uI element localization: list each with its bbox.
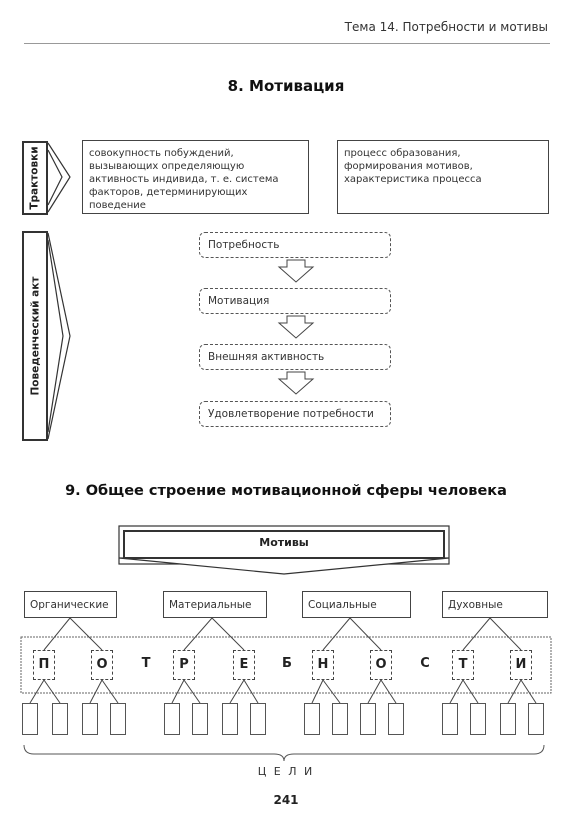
letter-e: Е (233, 650, 255, 680)
letter-b: Б (282, 656, 292, 671)
section-8-title: 8. Мотивация (227, 77, 345, 95)
letter-t1: Т (141, 656, 151, 671)
treatments-label: Трактовки (22, 141, 48, 215)
letter-s: С (420, 656, 430, 671)
step-activity: Внешняя активность (199, 344, 391, 370)
goal-box (82, 703, 98, 735)
goal-box (304, 703, 320, 735)
goal-box (22, 703, 38, 735)
category-material: Материальные (163, 591, 267, 618)
letter-t2: Т (452, 650, 474, 680)
category-organic: Органические (24, 591, 117, 618)
letter-p: П (33, 650, 55, 680)
down-arrow-icon (277, 371, 315, 395)
header-title: Тема 14. Потребности и мотивы (344, 20, 548, 34)
letter-o2: О (370, 650, 392, 680)
goal-box (164, 703, 180, 735)
letter-connectors (29, 679, 537, 704)
goal-box (500, 703, 516, 735)
goal-box (52, 703, 68, 735)
step-motivation: Мотивация (199, 288, 391, 314)
goal-box (250, 703, 266, 735)
header-rule (24, 43, 550, 44)
goals-label: Ц Е Л И (257, 765, 315, 778)
category-connectors (43, 617, 522, 651)
motives-banner (118, 525, 450, 575)
letter-r: Р (173, 650, 195, 680)
down-arrow-icon (277, 259, 315, 283)
goal-box (332, 703, 348, 735)
step-arrows (277, 259, 315, 395)
goal-box (388, 703, 404, 735)
down-arrow-icon (277, 315, 315, 339)
category-social: Социальные (302, 591, 411, 618)
goal-box (110, 703, 126, 735)
section-9-title: 9. Общее строение мотивационной сферы че… (65, 483, 507, 499)
behavioral-act-label: Поведенческий акт (22, 231, 48, 441)
behavioral-act-arrow (47, 232, 71, 440)
treatment-box-2: процесс образования, формирования мотиво… (337, 140, 549, 214)
page-number: 241 (273, 793, 299, 807)
step-satisfaction: Удовлетворение потребности (199, 401, 391, 427)
treatments-arrow (47, 142, 71, 213)
letter-n: Н (312, 650, 334, 680)
goal-box (470, 703, 486, 735)
motives-label: Мотивы (259, 536, 309, 549)
goal-box (528, 703, 544, 735)
step-need: Потребность (199, 232, 391, 258)
goal-box (360, 703, 376, 735)
category-spiritual: Духовные (442, 591, 548, 618)
treatment-box-1: совокупность побуждений, вызывающих опре… (82, 140, 309, 214)
letter-o1: О (91, 650, 113, 680)
goals-brace (23, 744, 545, 762)
letters-frame (20, 636, 552, 694)
letter-i: И (510, 650, 532, 680)
goal-box (222, 703, 238, 735)
goal-box (442, 703, 458, 735)
goal-box (192, 703, 208, 735)
